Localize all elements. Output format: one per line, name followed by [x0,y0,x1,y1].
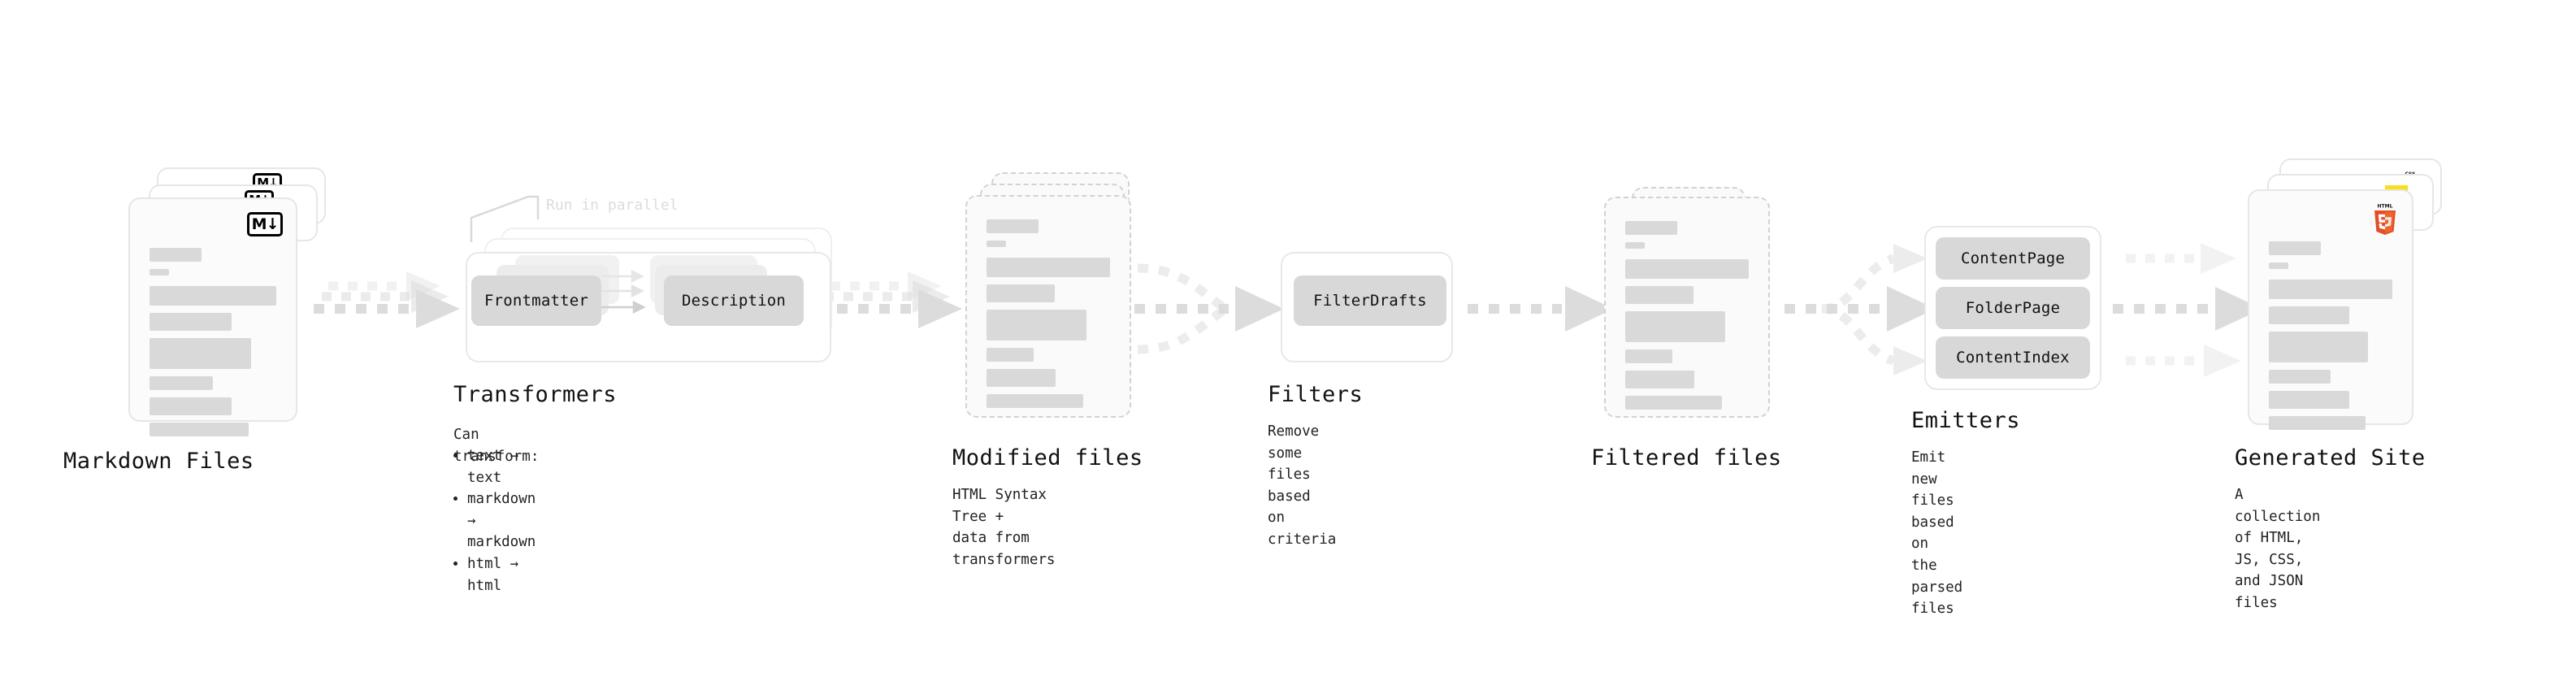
run-in-parallel-bracket [470,195,540,242]
card-placeholder-lines [987,219,1110,415]
stage-title-filtered-files: Filtered files [1591,445,1782,471]
chip-frontmatter-label: Frontmatter [484,292,589,310]
stage-title-transformers: Transformers [453,382,618,407]
run-in-parallel-hint: Run in parallel [546,197,679,214]
chip-description[interactable]: Description [664,275,804,326]
connector-emitters-to-site [2113,243,2262,377]
connector-transformers-to-modified [816,271,962,328]
stage-desc-filters: Remove some files based on criteria [1268,423,1337,548]
markdown-badge: M↓ [247,212,283,236]
chip-filterdrafts-label: FilterDrafts [1313,292,1427,310]
card-front: M↓ [128,197,297,436]
transformer-capability-item: text → text [467,445,536,488]
connector-markdown-to-transformers [314,271,460,328]
card-placeholder-lines [1625,221,1749,417]
stage-desc-emitters: Emit new files based on the parsed files [1911,449,1963,618]
connector-filtered-to-emitters [1785,244,1936,375]
stage-desc-transformers: Can transform: [453,427,540,465]
stage-desc-modified-files: HTML Syntax Tree + data from transformer… [952,487,1056,568]
chip-filterdrafts[interactable]: FilterDrafts [1294,275,1446,326]
chip-frontmatter[interactable]: Frontmatter [471,275,601,326]
stage-title-emitters: Emitters [1911,408,2021,433]
svg-text:HTML: HTML [2378,204,2393,210]
stage-desc-generated-site: A collection of HTML, JS, CSS, and JSON … [2235,487,2321,611]
chip-contentpage-label: ContentPage [1960,249,2066,267]
transformer-inner-arrows [590,269,646,314]
card-placeholder-lines [150,248,276,444]
filtered-card-front [1604,197,1770,418]
stage-title-filters: Filters [1268,382,1364,407]
chip-contentindex-label: ContentIndex [1956,349,2070,367]
chip-description-label: Description [681,292,787,310]
connector-modified-to-filters [1134,263,1284,354]
stage-title-modified-files: Modified files [952,445,1143,471]
connector-filters-to-filtered [1468,286,1614,332]
modified-card-front [965,195,1131,418]
transformer-capability-item: markdown → markdown [467,488,536,553]
chip-contentindex[interactable]: ContentIndex [1936,336,2090,379]
chip-folderpage-label: FolderPage [1965,299,2061,317]
site-card-front: HTML [2248,189,2413,430]
stage-title-generated-site: Generated Site [2235,445,2426,471]
transformer-capability-list: text → text markdown → markdown html → h… [453,444,536,596]
stage-title-markdown-files: Markdown Files [63,449,254,474]
chip-contentpage[interactable]: ContentPage [1936,237,2090,280]
transformer-capability-item: html → html [467,553,536,596]
card-placeholder-lines [2269,241,2392,437]
html5-badge: HTML [2374,204,2396,235]
chip-folderpage[interactable]: FolderPage [1936,287,2090,329]
